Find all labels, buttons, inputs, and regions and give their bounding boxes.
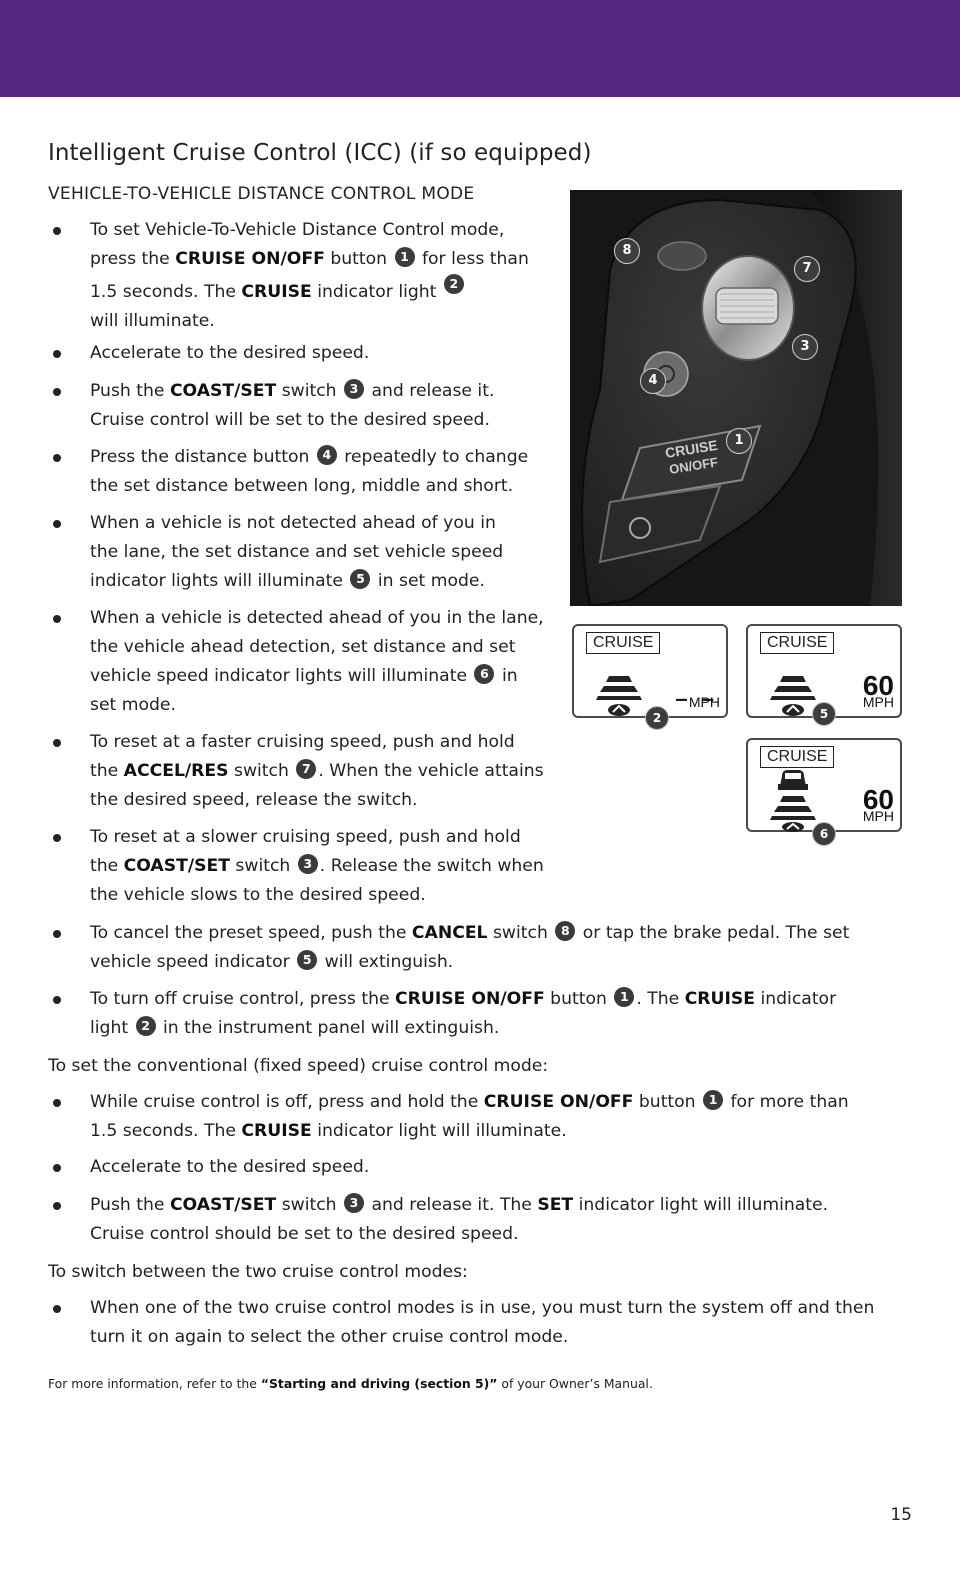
display-callout-6: 6 xyxy=(812,822,836,846)
callout-badge: 2 xyxy=(443,274,464,294)
bullet-dot xyxy=(53,1164,61,1172)
callout-badge: 8 xyxy=(555,921,576,941)
bullet-dot xyxy=(53,454,61,462)
bullet-switch-modes: When one of the two cruise control modes… xyxy=(53,1294,874,1352)
bullet-push-coast-set-2: Push the COAST/SET switch 3 and release … xyxy=(53,1191,828,1249)
cruise-label: CRUISE xyxy=(760,746,835,768)
header-bar xyxy=(0,0,960,97)
set-speed-value: 60 xyxy=(862,670,894,701)
bullet-dot xyxy=(53,1202,61,1210)
callout-badge: 7 xyxy=(296,759,317,779)
bullet-dot xyxy=(53,350,61,358)
callout-badge: 2 xyxy=(135,1016,156,1036)
callout-badge: 1 xyxy=(394,247,415,267)
distance-bars-icon xyxy=(596,676,642,716)
display-cruise-indicator: CRUISE – – MPH xyxy=(572,624,728,718)
photo-callout-4: 4 xyxy=(640,368,666,394)
callout-badge: 1 xyxy=(614,987,635,1007)
photo-callout-1: 1 xyxy=(726,428,752,454)
paragraph-switch-modes: To switch between the two cruise control… xyxy=(48,1262,468,1282)
display-callout-2: 2 xyxy=(645,706,669,730)
bullet-dot xyxy=(53,834,61,842)
photo-callout-7: 7 xyxy=(794,256,820,282)
lane-button xyxy=(598,484,722,564)
cruise-on-off-button xyxy=(620,424,762,502)
bullet-not-detected: When a vehicle is not detected ahead of … xyxy=(53,509,503,596)
callout-badge: 3 xyxy=(297,854,318,874)
callout-badge: 5 xyxy=(297,950,318,970)
vehicle-ahead-icon xyxy=(770,770,816,832)
speed-unit: MPH xyxy=(688,694,720,710)
callout-badge: 3 xyxy=(344,379,365,399)
callout-badge: 6 xyxy=(474,664,495,684)
set-speed-value: 60 xyxy=(862,784,894,815)
bullet-cancel: To cancel the preset speed, push the CAN… xyxy=(53,919,849,977)
page-title: Intelligent Cruise Control (ICC) (if so … xyxy=(48,140,592,166)
footnote: For more information, refer to the “Star… xyxy=(48,1376,653,1391)
bullet-reset-slower: To reset at a slower cruising speed, pus… xyxy=(53,823,544,910)
bullet-accelerate: Accelerate to the desired speed. xyxy=(53,339,369,368)
bullet-turn-off: To turn off cruise control, press the CR… xyxy=(53,985,836,1043)
speed-dashes: – – xyxy=(675,686,718,711)
bullet-dot xyxy=(53,520,61,528)
bullet-dot xyxy=(53,1305,61,1313)
distance-bars-icon xyxy=(770,676,816,716)
steering-wheel-illustration: CRUISE ON/OFF xyxy=(570,190,902,606)
bullet-dot xyxy=(53,227,61,235)
bullet-dot xyxy=(53,388,61,396)
bullet-set-distance-mode: To set Vehicle-To-Vehicle Distance Contr… xyxy=(53,216,529,336)
callout-badge: 4 xyxy=(316,445,337,465)
speed-unit: MPH xyxy=(862,808,894,824)
section-subhead: VEHICLE-TO-VEHICLE DISTANCE CONTROL MODE xyxy=(48,184,475,204)
bullet-conventional-on: While cruise control is off, press and h… xyxy=(53,1088,849,1146)
bullet-dot xyxy=(53,615,61,623)
display-callout-5: 5 xyxy=(812,702,836,726)
bullet-push-coast-set: Push the COAST/SET switch 3 and release … xyxy=(53,377,494,435)
callout-badge: 1 xyxy=(703,1090,724,1110)
photo-callout-8: 8 xyxy=(614,238,640,264)
callout-badge: 3 xyxy=(344,1193,365,1213)
bullet-dot xyxy=(53,930,61,938)
cancel-switch xyxy=(657,241,707,271)
bullet-dot xyxy=(53,1099,61,1107)
cruise-label: CRUISE xyxy=(586,632,661,654)
bullet-dot xyxy=(53,739,61,747)
display-vehicle-detected: CRUISE 60 MPH xyxy=(746,738,902,832)
bullet-dot xyxy=(53,996,61,1004)
bullet-accelerate-2: Accelerate to the desired speed. xyxy=(53,1153,369,1182)
bullet-distance-button: Press the distance button 4 repeatedly t… xyxy=(53,443,528,501)
steering-wheel-controls-photo: CRUISE ON/OFF 8 7 3 4 1 xyxy=(570,190,902,606)
paragraph-conventional-mode: To set the conventional (fixed speed) cr… xyxy=(48,1056,549,1076)
display-set-speed: CRUISE 60 MPH xyxy=(746,624,902,718)
page-number: 15 xyxy=(890,1505,912,1525)
speed-unit: MPH xyxy=(862,694,894,710)
cruise-label: CRUISE xyxy=(760,632,835,654)
photo-callout-3: 3 xyxy=(792,334,818,360)
callout-badge: 5 xyxy=(350,569,371,589)
bullet-reset-faster: To reset at a faster cruising speed, pus… xyxy=(53,728,544,815)
bullet-detected: When a vehicle is detected ahead of you … xyxy=(53,604,544,720)
